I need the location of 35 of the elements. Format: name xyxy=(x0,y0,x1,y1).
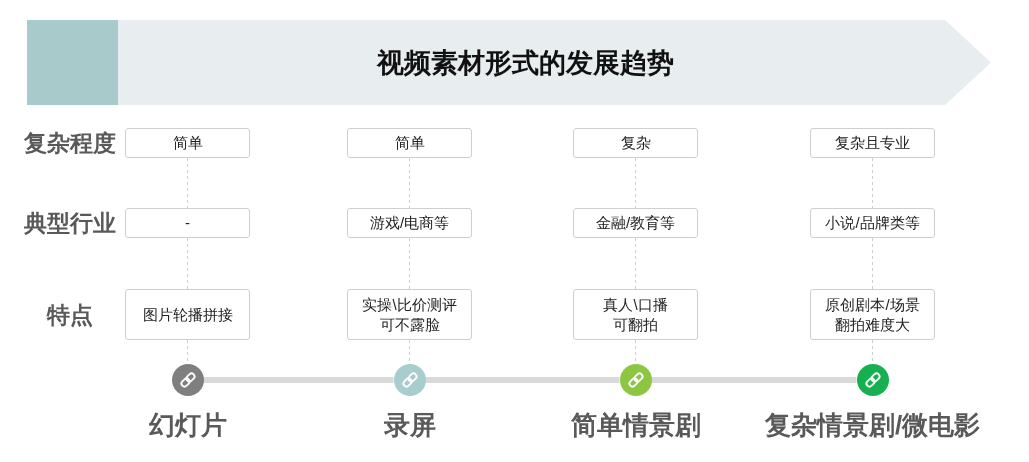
link-icon xyxy=(619,364,652,396)
info-box: 游戏/电商等 xyxy=(347,208,472,238)
stage-label: 复杂情景剧/微电影 xyxy=(764,409,981,441)
info-box: 复杂且专业 xyxy=(810,128,935,158)
dashed-line xyxy=(635,237,636,290)
title: 视频素材形式的发展趋势 xyxy=(376,47,674,80)
info-box: 小说/品牌类等 xyxy=(810,208,935,238)
info-box: 简单 xyxy=(347,128,472,158)
row-header: 特点 xyxy=(47,301,93,329)
timeline-bar xyxy=(203,377,394,383)
dashed-line xyxy=(409,237,410,290)
info-box: - xyxy=(125,208,250,238)
info-box: 金融/教育等 xyxy=(573,208,698,238)
dashed-line xyxy=(187,157,188,209)
info-box: 图片轮播拼接 xyxy=(125,289,250,340)
info-box: 实操\比价测评可不露脸 xyxy=(347,289,472,340)
stage-label: 录屏 xyxy=(383,409,436,441)
timeline-bar xyxy=(651,377,857,383)
link-icon xyxy=(393,364,426,396)
dashed-line xyxy=(187,237,188,290)
dashed-line xyxy=(409,157,410,209)
link-icon xyxy=(171,364,204,396)
timeline-bar xyxy=(425,377,620,383)
row-header: 复杂程度 xyxy=(24,129,116,157)
row-header: 典型行业 xyxy=(24,209,116,237)
info-box: 原创剧本/场景翻拍难度大 xyxy=(810,289,935,340)
link-icon xyxy=(856,364,889,396)
dashed-line xyxy=(635,157,636,209)
info-box: 真人\口播可翻拍 xyxy=(573,289,698,340)
dashed-line xyxy=(872,237,873,290)
info-box: 复杂 xyxy=(573,128,698,158)
info-box: 简单 xyxy=(125,128,250,158)
dashed-line xyxy=(872,157,873,209)
stage-label: 简单情景剧 xyxy=(570,409,701,441)
stage-label: 幻灯片 xyxy=(148,409,227,441)
